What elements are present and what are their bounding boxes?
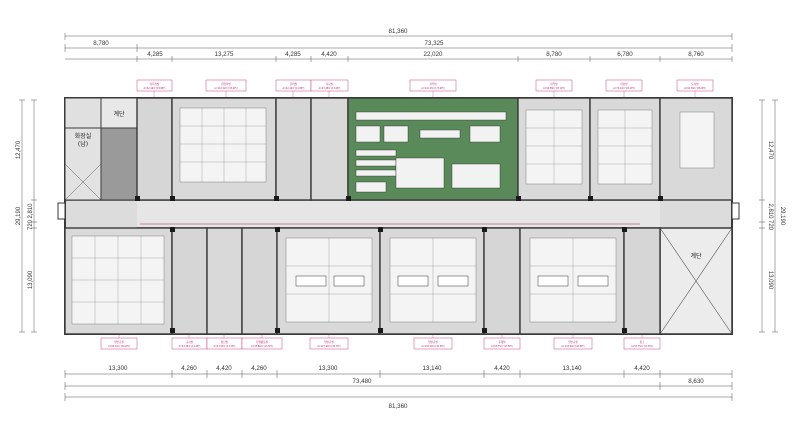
bottom-room-5-area: A=127.90m²(38.7PY) [317,345,340,348]
dim-top-seg-6: 8,780 [546,51,562,58]
dim-bottom-seg-4: 4,260 [251,365,267,372]
dimension-lines [19,33,778,401]
dim-top-span: 73,325 [425,40,444,47]
bottom-room-1-name: 일반교실 [114,340,124,344]
bottom-room-3-name: 상담실 [221,340,229,344]
top-room-4-name: 자료실 [326,82,334,86]
dim-top-seg-3: 4,285 [285,51,301,58]
bottom-room-6-name: 일반교실 [428,340,438,344]
dim-left-1: 12,470 [16,140,22,159]
dim-bottom-seg-5: 13,300 [319,365,338,372]
bottom-room-3-area: A=43.53m²(13.2PY) [214,345,236,348]
stair-label-top: 계단 [113,110,125,118]
desk-grid [72,108,652,324]
top-room-6-area: A=90.58m²(27.4PY) [543,87,565,90]
right-stair [659,202,740,335]
top-room-2-name: 컴퓨터실 [221,82,231,86]
toilet-label: 화장실 [75,132,92,140]
columns [135,196,663,333]
dim-left-2: 2,810 [28,203,34,219]
top-room-1-area: A=62.16m²(18.8PY) [144,87,166,90]
dim-top-seg-1: 4,285 [147,51,163,58]
top-room-5-name: 과학실 [429,82,437,86]
bottom-room-7-name: 휴게실 [498,340,506,344]
bottom-room-8-area: A=133.90m²(40.5PY) [561,345,584,348]
dim-bottom-seg-1: 13,300 [109,365,128,372]
bottom-room-2-name: 교사실 [186,340,194,344]
dim-right-total: 29,190 [779,207,785,226]
stair-label-bottom: 계단 [690,252,702,260]
top-room-7-name: 미술실 [620,82,628,86]
toilet-sub-label: (남) [78,140,88,148]
left-wing [57,97,138,220]
dim-top-seg-4: 4,420 [321,51,337,58]
top-room-3-area: A=42.16m²(12.8PY) [283,87,305,90]
dim-top-left-wing: 8,780 [93,40,109,47]
top-room-3-name: 준비실 [290,82,298,86]
dim-top-seg-5: 22,020 [424,51,443,58]
dim-right-3: 720 [767,220,773,231]
dim-top-seg-8: 8,760 [688,51,704,58]
dim-right-1: 12,470 [767,141,773,160]
top-room-4-area: A=43.48m²(13.2PY) [319,87,341,90]
bottom-room-1-area: A=99.70m²(30.2PY) [108,345,130,348]
dim-left-4: 13,090 [28,270,34,289]
top-room-8-name: 도서실 [691,82,699,86]
top-room-2-area: A=110.52m²(33.4PY) [214,87,237,90]
lab-furniture [355,111,507,193]
top-room-7-area: A=70.12m²(21.2PY) [613,87,635,90]
top-room-8-area: A=92.56m²(28.0PY) [684,87,706,90]
bottom-room-7-area: A=57.75m²(17.5PY) [491,345,513,348]
dim-bottom-right-wing: 8,630 [688,378,704,385]
dim-top-seg-2: 13,275 [215,51,234,58]
meeting-tables [295,275,609,287]
dim-left-3: 720 [28,219,34,230]
bottom-room-9-area: A=57.75m²(17.5PY) [631,345,653,348]
dim-left-total: 29,190 [16,206,22,225]
dim-bottom-seg-3: 4,420 [216,365,232,372]
bottom-room-9-name: 창고 [640,340,645,344]
dim-bottom-seg-2: 4,260 [181,365,197,372]
top-room-6-name: 음악실 [550,82,558,86]
bottom-room-8-name: 일반교실 [568,340,578,344]
top-room-1-name: 다목적실 [150,82,160,86]
dim-right-2: 2,810 [767,203,773,219]
dim-overall-bottom: 81,360 [389,403,408,410]
dim-right-4: 13,090 [767,271,773,290]
dim-bottom-span: 73,480 [353,378,372,385]
dim-top-seg-7: 6,780 [617,51,633,58]
bottom-room-4-area: A=43.86m²(13.3PY) [251,345,273,348]
dim-bottom-seg-9: 4,420 [634,365,650,372]
dim-bottom-seg-6: 13,140 [423,365,442,372]
dim-bottom-seg-7: 4,420 [494,365,510,372]
leader-lines [118,91,696,338]
bottom-room-2-area: A=43.49m²(13.2PY) [179,345,201,348]
bottom-room-5-name: 일반교실 [324,340,334,344]
bottom-room-4-name: 특별활동실 [256,340,269,344]
top-room-5-area: A=241.23m²(73.0PY) [421,87,444,90]
dim-overall-top: 81,360 [389,28,408,35]
bottom-room-tags [100,337,661,350]
dim-bottom-seg-8: 13,140 [563,365,582,372]
bottom-room-6-area: A=133.90m²(40.5PY) [421,345,444,348]
